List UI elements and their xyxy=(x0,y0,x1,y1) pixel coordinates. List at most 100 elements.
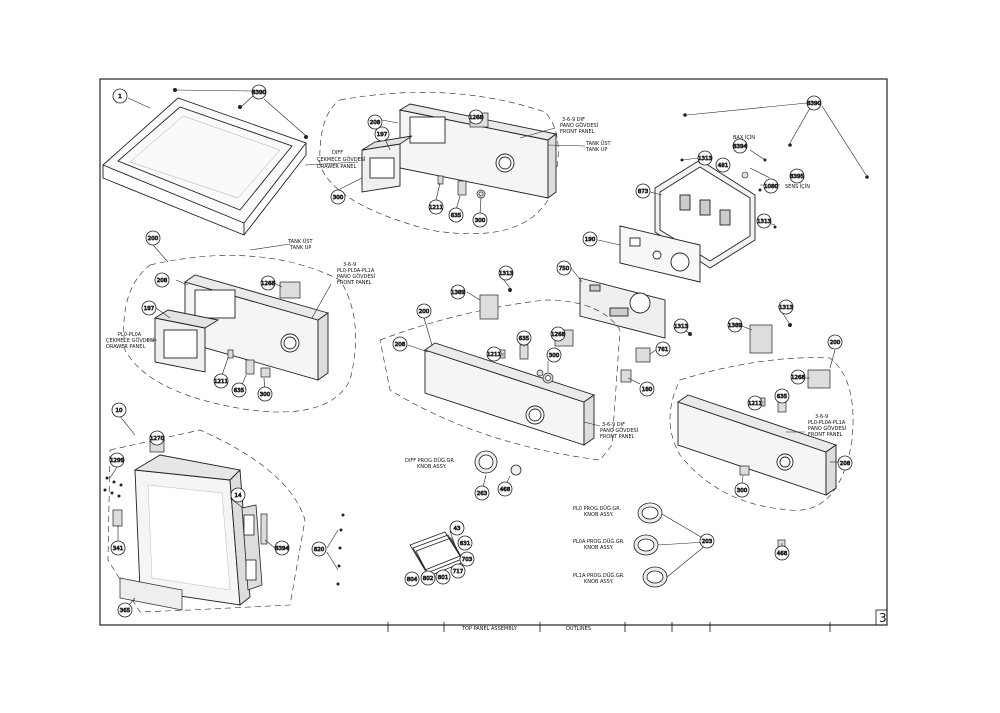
callout-bubble: 1313 xyxy=(697,150,713,166)
svg-text:PL0 PROG.DÜĞ.GR.: PL0 PROG.DÜĞ.GR. xyxy=(573,505,622,512)
title-block-text: TOP PANEL ASSEMBLY xyxy=(461,626,518,632)
svg-text:1389: 1389 xyxy=(728,323,742,329)
drawer-left xyxy=(153,309,220,373)
svg-text:1270: 1270 xyxy=(150,436,164,442)
callout-bubble: 1268 xyxy=(260,275,276,291)
callout-bubble: 1299 xyxy=(109,452,125,468)
svg-text:DRAWER PANEL: DRAWER PANEL xyxy=(317,164,356,170)
svg-text:203: 203 xyxy=(702,539,713,545)
svg-text:208: 208 xyxy=(157,278,168,284)
door-screws xyxy=(103,476,345,586)
callout-bubble: 1313 xyxy=(756,213,772,229)
callout-bubble: 750 xyxy=(556,260,572,276)
callout-bubble: 1211 xyxy=(428,199,444,215)
svg-text:TANK ÜST: TANK ÜST xyxy=(585,140,612,147)
dashed-group-outline xyxy=(379,299,621,461)
svg-text:DIFF: DIFF xyxy=(332,150,343,156)
callout-bubble: 341 xyxy=(110,540,126,556)
svg-text:10: 10 xyxy=(116,408,123,414)
lid-screws xyxy=(173,88,308,139)
svg-text:ÇEKMECE GÖVDESİ: ÇEKMECE GÖVDESİ xyxy=(317,156,365,163)
svg-text:468: 468 xyxy=(777,551,788,557)
svg-text:300: 300 xyxy=(475,218,486,224)
small-parts-right xyxy=(739,369,831,549)
door xyxy=(133,454,251,606)
svg-text:300: 300 xyxy=(737,488,748,494)
svg-text:KNOB ASSY.: KNOB ASSY. xyxy=(417,464,447,470)
small-parts-left xyxy=(227,281,301,378)
svg-text:200: 200 xyxy=(148,236,159,242)
callout-bubble: 200 xyxy=(416,303,432,319)
callout-bubble: 1211 xyxy=(486,346,502,362)
svg-text:TANK UP: TANK UP xyxy=(585,147,607,153)
svg-text:1313: 1313 xyxy=(698,156,712,162)
callout-bubble: 481 xyxy=(715,157,731,173)
svg-text:43: 43 xyxy=(454,526,461,532)
svg-text:1211: 1211 xyxy=(214,379,228,385)
callout-bubble: 1268 xyxy=(790,369,806,385)
svg-text:1313: 1313 xyxy=(499,271,513,277)
display-board xyxy=(619,225,701,283)
svg-text:BAX İÇİN: BAX İÇİN xyxy=(733,134,755,141)
svg-text:PANO GÖVDESİ: PANO GÖVDESİ xyxy=(337,273,375,280)
callout-bubble: 208 xyxy=(837,455,853,471)
callout-bubble: 801 xyxy=(435,569,451,585)
title-block-text: OUTLINES xyxy=(566,626,591,632)
callout-bubble: 802 xyxy=(420,570,436,586)
callout-bubble: 1270 xyxy=(149,430,165,446)
svg-text:FRONT PANEL: FRONT PANEL xyxy=(600,434,635,440)
callout-bubble: 635 xyxy=(774,388,790,404)
door-hinge xyxy=(241,504,263,591)
callout-bubble: 197 xyxy=(141,300,157,316)
svg-text:300: 300 xyxy=(549,353,560,359)
svg-text:873: 873 xyxy=(638,189,649,195)
callout-bubble: 1389 xyxy=(727,317,743,333)
svg-text:PANO GÖVDESİ: PANO GÖVDESİ xyxy=(560,122,598,129)
callout-bubble: 365 xyxy=(117,602,133,618)
callout-bubble: 1268 xyxy=(550,326,566,342)
svg-text:635: 635 xyxy=(777,394,788,400)
callout-bubble: 1211 xyxy=(213,373,229,389)
callout-bubble: 1389 xyxy=(450,284,466,300)
pcb-board xyxy=(579,277,666,339)
annotation-text: 3-6-9 DIF PANO GÖVDESİ FRONT PANEL TANK … xyxy=(106,117,846,585)
svg-text:208: 208 xyxy=(840,461,851,467)
svg-text:208: 208 xyxy=(395,342,406,348)
svg-text:1313: 1313 xyxy=(779,305,793,311)
svg-text:1268: 1268 xyxy=(261,281,275,287)
callout-bubble: 1313 xyxy=(498,265,514,281)
svg-text:1313: 1313 xyxy=(757,219,771,225)
callout-bubble: 635 xyxy=(231,382,247,398)
callout-bubble: 468 xyxy=(497,481,513,497)
svg-text:8390: 8390 xyxy=(807,101,821,107)
svg-text:1299: 1299 xyxy=(110,458,124,464)
svg-text:1313: 1313 xyxy=(674,324,688,330)
front-panel-left xyxy=(183,274,330,381)
svg-text:TANK ÜST: TANK ÜST xyxy=(287,238,314,245)
small-parts-mid-right xyxy=(620,323,792,383)
callout-bubble: 8390 xyxy=(806,95,822,111)
callout-bubble: 8395 xyxy=(789,168,805,184)
svg-text:3-6-9 DIF: 3-6-9 DIF xyxy=(602,422,625,428)
callout-bubble: 635 xyxy=(448,207,464,223)
svg-text:197: 197 xyxy=(377,132,388,138)
leader-lines xyxy=(570,239,621,283)
svg-text:300: 300 xyxy=(333,195,344,201)
svg-text:820: 820 xyxy=(314,547,325,553)
dashed-group-outline xyxy=(107,429,306,613)
callout-bubble: 8394 xyxy=(732,138,748,154)
callout-bubble: 180 xyxy=(639,381,655,397)
svg-text:FRONT PANEL: FRONT PANEL xyxy=(560,129,595,135)
svg-text:263: 263 xyxy=(477,491,488,497)
dashed-group-outline xyxy=(123,255,356,413)
callout-bubble: 820 xyxy=(311,541,327,557)
callout-bubble: 635 xyxy=(516,330,532,346)
callouts: 1 8390 197 208 300 1268 1211 635 300 839… xyxy=(109,84,853,618)
callout-bubble: 1313 xyxy=(778,299,794,315)
callout-bubble: 208 xyxy=(367,114,383,130)
svg-text:KNOB ASSY.: KNOB ASSY. xyxy=(584,579,614,585)
svg-text:PANO GÖVDESİ: PANO GÖVDESİ xyxy=(808,425,846,432)
callout-bubble: 703 xyxy=(459,551,475,567)
svg-text:PL0-PL0A-PL1A: PL0-PL0A-PL1A xyxy=(337,268,375,274)
